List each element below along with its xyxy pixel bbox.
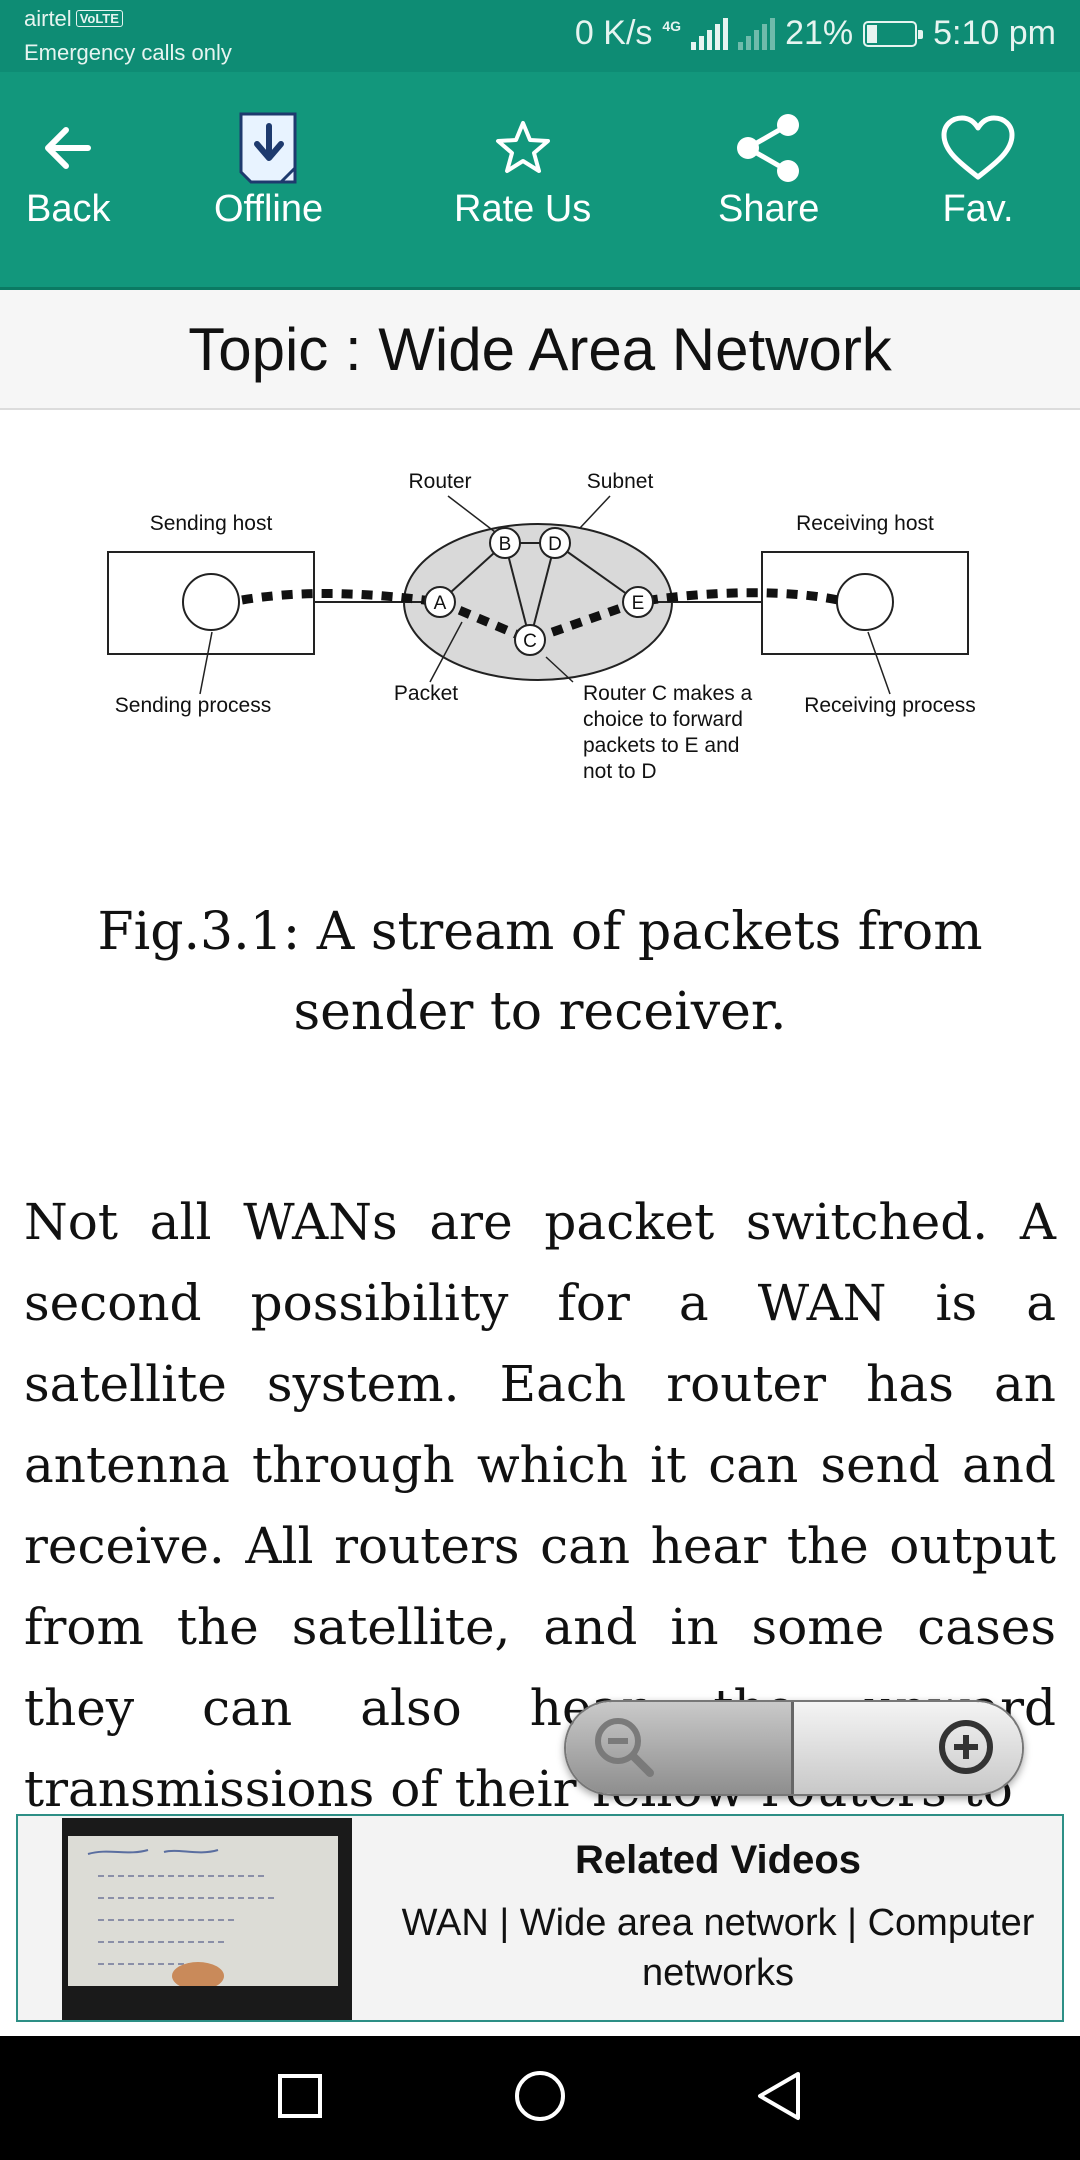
recents-button[interactable] — [268, 2066, 332, 2130]
label-note-line-1: Router C makes a — [583, 682, 753, 705]
signal-strength-icon — [691, 17, 729, 50]
arrow-left-icon — [28, 112, 108, 184]
router-node-e: E — [622, 586, 654, 618]
network-type: 4G — [662, 18, 682, 34]
download-icon — [229, 112, 309, 184]
svg-text:D: D — [548, 534, 562, 555]
star-icon — [483, 112, 563, 184]
battery-icon — [863, 20, 924, 47]
label-note-line-3: packets to E and — [583, 734, 739, 757]
article-paragraph: Not all WANs are packet switched. A seco… — [24, 1193, 1056, 1812]
label-receiving-host: Receiving host — [796, 512, 934, 535]
rate-us-button[interactable]: Rate Us — [454, 112, 591, 231]
svg-text:A: A — [434, 593, 447, 614]
zoom-control — [564, 1700, 1024, 1796]
offline-button[interactable]: Offline — [214, 112, 323, 231]
clock: 5:10 pm — [933, 14, 1056, 52]
system-nav-bar — [0, 2036, 1080, 2160]
router-node-a: A — [424, 586, 456, 618]
sending-process-circle — [182, 573, 240, 631]
page-title: Topic : Wide Area Network — [188, 315, 892, 383]
emergency-text: Emergency calls only — [24, 40, 232, 65]
favorite-button[interactable]: Fav. — [938, 112, 1018, 231]
related-videos-heading: Related Videos — [574, 1838, 862, 1882]
router-node-b: B — [489, 527, 521, 559]
label-note-line-2: choice to forward — [583, 708, 743, 731]
svg-text:E: E — [632, 593, 645, 614]
toolbar: Back Offline Rate Us Share Fav. — [0, 72, 1080, 290]
carrier-label: airtel — [24, 6, 72, 31]
label-sending-process: Sending process — [115, 694, 271, 717]
zoom-out-button[interactable] — [566, 1702, 795, 1794]
volte-badge: VoLTE — [75, 10, 123, 27]
zoom-in-button[interactable] — [794, 1702, 1022, 1794]
battery-percent: 21% — [785, 14, 854, 52]
back-nav-button[interactable] — [748, 2066, 812, 2130]
topic-header: Topic : Wide Area Network — [0, 290, 1080, 410]
share-button[interactable]: Share — [718, 112, 819, 231]
zoom-in-icon — [932, 1713, 998, 1784]
label-sending-host: Sending host — [150, 512, 273, 535]
rate-us-label: Rate Us — [454, 188, 592, 230]
svg-text:B: B — [499, 534, 512, 555]
signal-no-service-icon — [738, 17, 776, 50]
related-videos-banner[interactable]: Related Videos WAN | Wide area network |… — [16, 1814, 1064, 2022]
article-content[interactable]: A B C D E Router Subnet Sending host Rec… — [0, 412, 1080, 1812]
label-subnet: Subnet — [587, 472, 654, 493]
offline-label: Offline — [214, 188, 324, 230]
favorite-label: Fav. — [942, 188, 1014, 230]
zoom-out-icon — [590, 1713, 656, 1784]
home-button[interactable] — [508, 2066, 572, 2130]
recents-icon — [276, 2072, 324, 2125]
wan-diagram: A B C D E Router Subnet Sending host Rec… — [107, 472, 976, 783]
svg-text:C: C — [523, 631, 537, 652]
whiteboard-image — [68, 1836, 338, 1990]
receiving-process-circle — [836, 573, 894, 631]
video-thumbnail[interactable] — [62, 1818, 352, 2020]
label-packet: Packet — [394, 682, 458, 705]
share-label: Share — [718, 188, 820, 230]
label-router: Router — [408, 472, 471, 493]
related-video-title[interactable]: WAN | Wide area network | Computer netwo… — [401, 1902, 1035, 1994]
label-note-line-4: not to D — [583, 760, 657, 783]
router-node-d: D — [539, 527, 571, 559]
network-speed: 0 K/s — [574, 14, 653, 52]
back-button[interactable]: Back — [26, 112, 110, 231]
figure-caption: Fig.3.1: A stream of packets from sender… — [97, 902, 983, 1042]
heart-icon — [938, 112, 1018, 184]
router-node-c: C — [514, 624, 546, 656]
back-triangle-icon — [754, 2070, 806, 2127]
status-indicators: 0 K/s 4G 21% 5:10 pm — [575, 14, 1056, 53]
home-icon — [512, 2068, 568, 2129]
label-receiving-process: Receiving process — [804, 694, 976, 717]
share-icon — [729, 112, 809, 184]
back-label: Back — [26, 188, 111, 230]
battery-level-fill — [867, 24, 878, 43]
